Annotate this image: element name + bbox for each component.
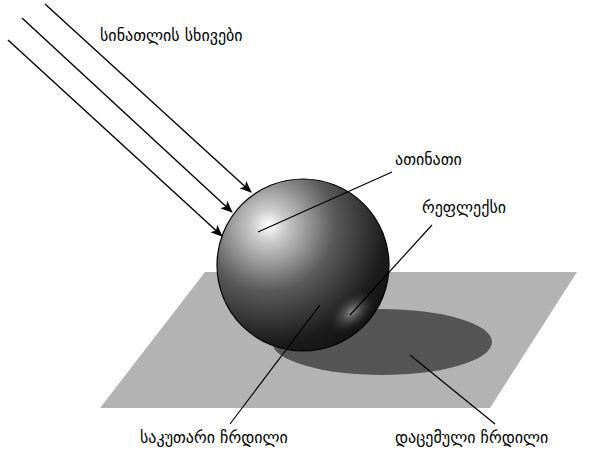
light-ray <box>8 40 222 236</box>
callout-label: საკუთარი ჩრდილი <box>140 428 288 447</box>
callout-label: სინათლის სხივები <box>100 26 243 45</box>
leader-line <box>350 225 432 315</box>
light-ray <box>45 4 251 192</box>
callout-label: ათინათი <box>395 150 462 169</box>
leader-line <box>258 172 392 232</box>
callout-label: რეფლექსი <box>422 198 506 217</box>
light-ray <box>22 18 232 212</box>
leader-line <box>410 355 495 424</box>
sphere <box>217 179 389 351</box>
callout-label: დაცემული ჩრდილი <box>395 428 548 447</box>
leader-line <box>230 305 320 424</box>
